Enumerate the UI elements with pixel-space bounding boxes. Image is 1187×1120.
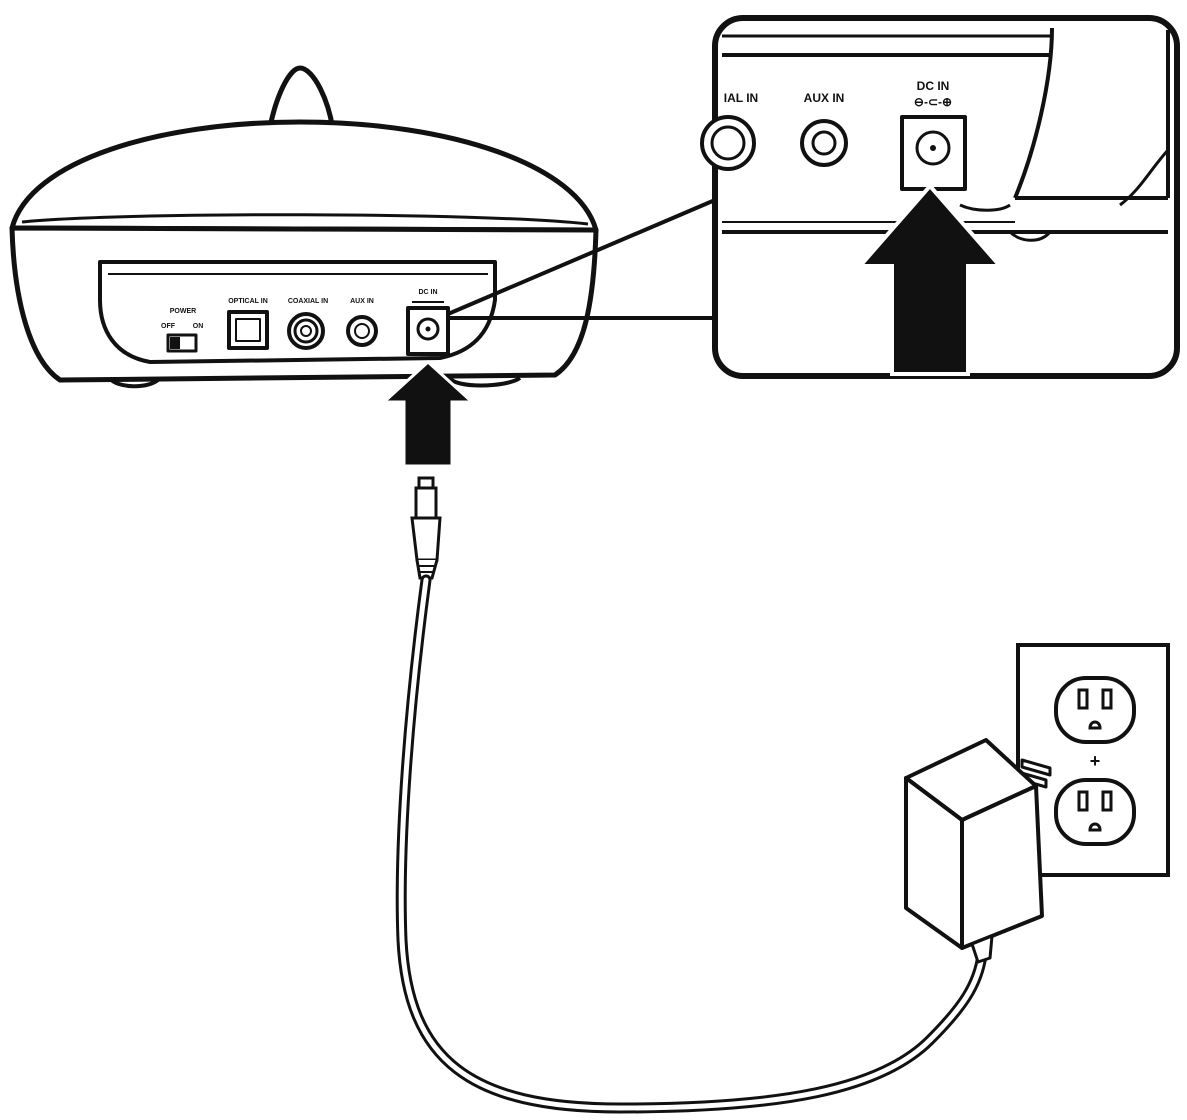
power-label: POWER <box>170 308 196 315</box>
inset-polarity-symbol: ⊖-⊂-⊕ <box>914 95 952 109</box>
power-off-label: OFF <box>161 323 176 330</box>
coaxial-label: COAXIAL IN <box>288 298 328 305</box>
power-on-label: ON <box>193 323 204 330</box>
optical-label: OPTICAL IN <box>228 298 268 305</box>
up-arrow-icon <box>855 182 1005 376</box>
outlet-screw: + <box>1090 751 1101 771</box>
device-dome <box>9 119 599 233</box>
aux-label: AUX IN <box>350 298 374 305</box>
base-unit: POWER OFF ON OPTICAL IN COAXIAL IN AUX I… <box>9 65 599 389</box>
dc-label: DC IN <box>418 289 437 296</box>
inset-dc-label: DC IN <box>917 79 950 93</box>
back-panel <box>98 260 497 364</box>
callout-lines <box>447 198 716 320</box>
power-adapter-icon <box>904 738 1052 964</box>
wall-outlet-icon <box>1016 643 1170 877</box>
dc-plug-icon <box>410 476 442 580</box>
inset-aux-label: AUX IN <box>804 91 845 105</box>
up-arrow-icon <box>380 359 476 468</box>
power-cord <box>395 574 988 1114</box>
inset-partial-label: IAL IN <box>724 91 758 105</box>
zoom-inset: IAL IN AUX IN DC IN ⊖-⊂-⊕ <box>700 15 1180 379</box>
